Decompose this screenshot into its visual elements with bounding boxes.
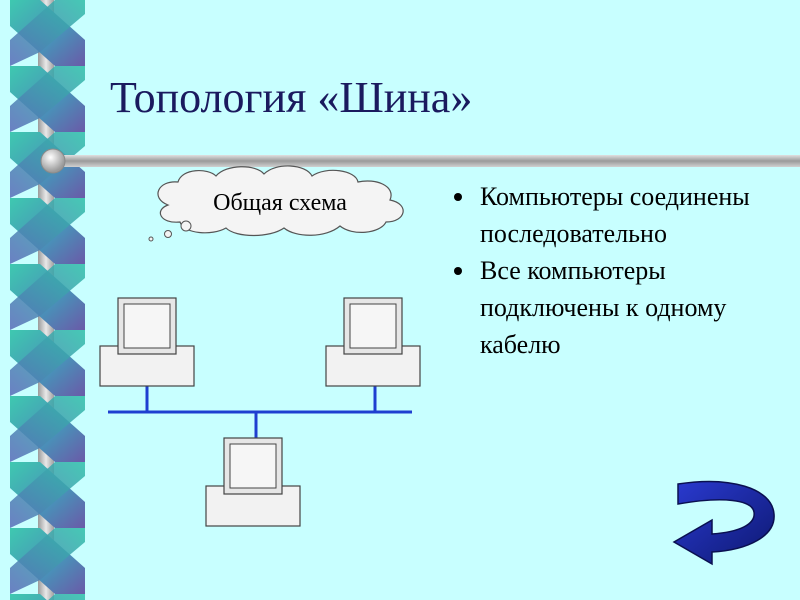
bullet-item: Все компьютеры подключены к одному кабел… (450, 252, 780, 363)
bullet-list: Компьютеры соединены последовательно Все… (450, 178, 780, 363)
computer-icon (325, 297, 421, 387)
back-arrow-button[interactable] (660, 470, 790, 570)
bus-cable (108, 386, 412, 440)
slide-title: Топология «Шина» (110, 73, 473, 122)
curved-return-arrow-icon (672, 480, 775, 566)
computer-icon (99, 297, 195, 387)
bullet-item: Компьютеры соединены последовательно (450, 178, 780, 252)
cloud-label: Общая схема (213, 190, 347, 216)
title-divider (40, 148, 800, 174)
decorative-ribbon (8, 0, 88, 600)
thought-cloud-icon (148, 165, 404, 242)
computer-icon (205, 437, 301, 527)
